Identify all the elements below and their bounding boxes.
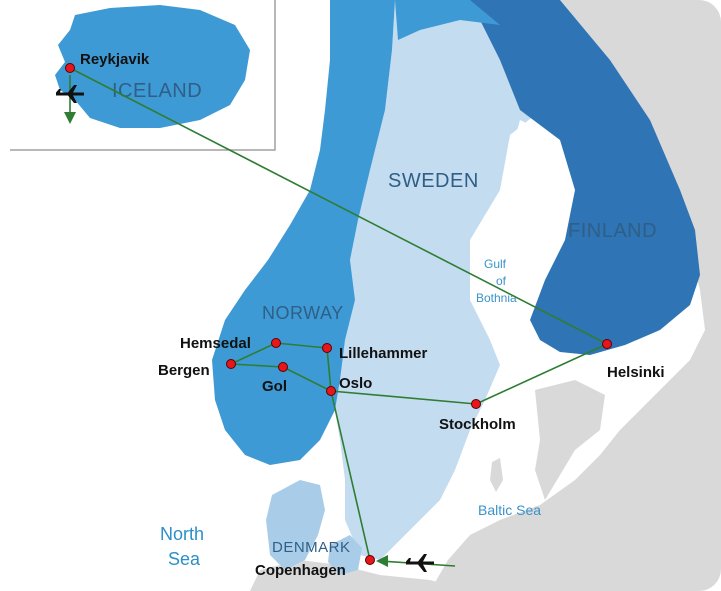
city-label-hemsedal: Hemsedal — [180, 335, 251, 352]
land-baltics — [535, 380, 605, 500]
denmark-shape — [266, 480, 325, 570]
land-east — [430, 0, 721, 591]
city-marker-bergen[interactable] — [226, 359, 236, 369]
route-hemsedal-bergen — [230, 342, 277, 365]
city-marker-gol[interactable] — [278, 362, 288, 372]
city-marker-hemsedal[interactable] — [271, 338, 281, 348]
sea-label-north-line1: North — [160, 524, 204, 544]
sea-label-gulf-line2: of — [496, 274, 507, 288]
route-oslo-lillehammer — [326, 347, 332, 392]
land-gotland — [490, 458, 503, 492]
city-label-reykjavik: Reykjavik — [80, 51, 150, 68]
airplane-icon-copenhagen — [406, 554, 434, 572]
sea-label-gulf-line1: Gulf — [484, 257, 507, 271]
city-marker-stockholm[interactable] — [471, 399, 481, 409]
route-lillehammer-hemsedal — [275, 342, 328, 349]
sea-label-gulf-line3: Bothnia — [476, 291, 517, 305]
route-oslo-copenhagen — [330, 390, 371, 561]
city-marker-copenhagen[interactable] — [365, 555, 375, 565]
country-label-sweden: SWEDEN — [388, 170, 479, 192]
finland-shape — [470, 0, 700, 355]
country-label-iceland: ICELAND — [112, 80, 202, 102]
city-marker-helsinki[interactable] — [602, 339, 612, 349]
iceland-shape — [55, 5, 250, 128]
city-label-oslo: Oslo — [339, 375, 372, 392]
city-label-lillehammer: Lillehammer — [339, 345, 428, 362]
city-marker-reykjavik[interactable] — [65, 63, 75, 73]
arrow-down-icon — [64, 112, 76, 124]
city-label-gol: Gol — [262, 378, 287, 395]
arrow-left-icon — [376, 555, 388, 567]
city-marker-oslo[interactable] — [326, 386, 336, 396]
sea-label-north-line2: Sea — [168, 549, 201, 569]
route-gol-oslo — [282, 366, 332, 392]
route-helsinki-stockholm — [475, 343, 608, 405]
iceland-inset-frame — [10, 0, 276, 151]
norway-shape — [212, 0, 395, 465]
city-markers — [65, 63, 612, 565]
city-label-bergen: Bergen — [158, 362, 210, 379]
route-lines — [69, 67, 608, 567]
denmark-zealand — [328, 535, 362, 575]
country-label-norway: NORWAY — [262, 303, 344, 323]
route-reykjavik-helsinki — [69, 67, 608, 345]
country-label-finland: FINLAND — [568, 220, 657, 242]
airplane-icon-reykjavik — [56, 85, 84, 103]
route-bergen-gol — [230, 363, 284, 368]
country-label-denmark: DENMARK — [272, 539, 351, 556]
land-europe-south — [250, 560, 470, 591]
norway-north — [395, 0, 500, 40]
sea-label-baltic: Baltic Sea — [478, 502, 541, 518]
sweden-shape — [335, 0, 560, 560]
city-marker-lillehammer[interactable] — [322, 343, 332, 353]
route-stockholm-oslo — [330, 390, 477, 405]
city-label-helsinki: Helsinki — [607, 364, 665, 381]
city-label-stockholm: Stockholm — [439, 416, 516, 433]
city-label-copenhagen: Copenhagen — [255, 562, 346, 579]
